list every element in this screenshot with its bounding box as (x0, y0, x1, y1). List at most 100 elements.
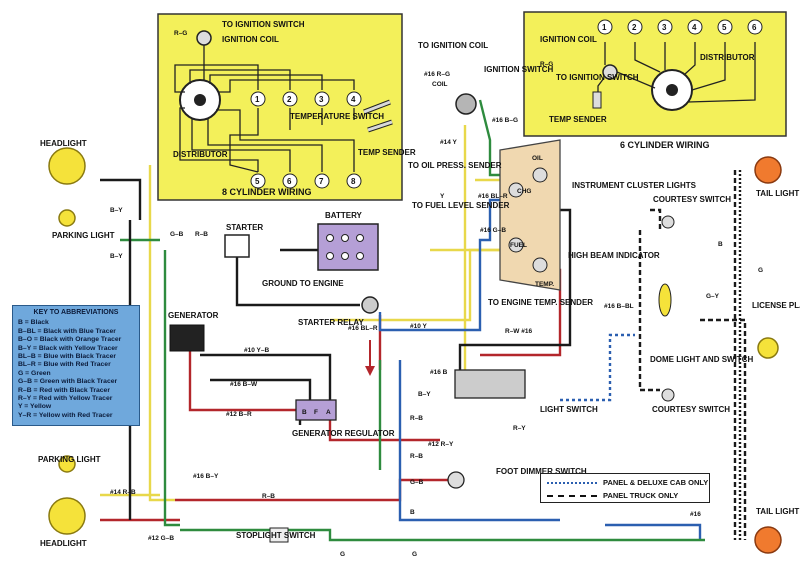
license-plate-light-symbol (757, 337, 779, 359)
svg-text:4: 4 (692, 23, 697, 32)
label-wire-16-b: #16 B (430, 369, 448, 376)
terminal-5: 5 (250, 173, 266, 189)
label-to-ignition-switch-8: TO IGNITION SWITCH (222, 20, 305, 29)
label-wire-16-bbl: #16 B–BL (604, 303, 634, 310)
key-title: KEY TO ABBREVIATIONS (33, 309, 119, 316)
terminal-6cyl-1: 1 (597, 19, 613, 35)
courtesy-switch-top-symbol (661, 215, 675, 229)
label-gb-fd: G–B (410, 479, 424, 486)
label-wire-14-y: #14 Y (440, 139, 458, 146)
svg-text:8: 8 (351, 177, 356, 186)
svg-text:1: 1 (255, 95, 260, 104)
terminal-8: 8 (346, 173, 362, 189)
temperature-switch-symbol (363, 99, 393, 133)
terminal-6cyl-2: 2 (627, 19, 643, 35)
label-b-right: B (718, 241, 723, 248)
label-headlight-bottom: HEADLIGHT (40, 539, 87, 548)
label-ignition-coil-8: IGNITION COIL (222, 35, 279, 44)
label-gb-mid: G–B (170, 231, 184, 238)
label-high-beam-indicator: HIGH BEAM INDICATOR (568, 251, 660, 260)
label-starter: STARTER (226, 223, 263, 232)
label-g-right: G (758, 267, 763, 274)
label-generator: GENERATOR (168, 311, 219, 320)
starter-relay-symbol (361, 296, 379, 314)
label-ignition-coil-6a: IGNITION COIL (540, 35, 597, 44)
battery-symbol (317, 223, 379, 271)
svg-text:4: 4 (351, 95, 356, 104)
legend-label-panel-deluxe: PANEL & DELUXE CAB ONLY (603, 478, 709, 487)
label-fuel: FUEL (510, 242, 527, 249)
label-wire-16-gb: #16 G–B (480, 227, 506, 234)
terminal-3: 3 (314, 91, 330, 107)
svg-text:1: 1 (602, 23, 607, 32)
label-generator-regulator: GENERATOR REGULATOR (292, 429, 395, 438)
tail-light-top-symbol (754, 156, 782, 184)
label-rb-ls: R–B (410, 415, 423, 422)
key-entry: B–O = Black with Orange Tracer (18, 336, 122, 344)
svg-text:6: 6 (752, 23, 757, 32)
label-ry-ls: R–Y (513, 425, 526, 432)
label-ignition-switch: IGNITION SWITCH (484, 65, 554, 74)
key-entry: BL–B = Blue with Black Tracer (18, 353, 117, 361)
generator-symbol (169, 324, 205, 352)
label-temp-sender-6: TEMP SENDER (549, 115, 607, 124)
label-to-ignition-switch-6: TO IGNITION SWITCH (556, 73, 639, 82)
svg-text:6: 6 (287, 177, 292, 186)
label-starter-relay: STARTER RELAY (298, 318, 364, 327)
label-distributor-8: DISTRIBUTOR (173, 150, 228, 159)
label-rg-8: R–G (174, 30, 187, 37)
svg-text:5: 5 (722, 23, 727, 32)
ignition-coil-8-symbol (196, 30, 212, 46)
label-wire-16-blr-2: #16 BL–R (348, 325, 378, 332)
label-by-ls: B–Y (418, 391, 431, 398)
terminal-1: 1 (250, 91, 266, 107)
six-cylinder-terminals: 1 2 3 4 5 6 (597, 19, 763, 35)
label-instrument-cluster-lights: INSTRUMENT CLUSTER LIGHTS (572, 181, 697, 190)
svg-text:3: 3 (662, 23, 667, 32)
dome-light-symbol (658, 283, 672, 317)
terminal-6: 6 (282, 173, 298, 189)
label-temp-sender-8: TEMP SENDER (358, 148, 416, 157)
label-to-ignition-coil: TO IGNITION COIL (418, 41, 488, 50)
six-cylinder-panel (523, 11, 787, 137)
label-parking-light-bottom: PARKING LIGHT (38, 455, 101, 464)
label-distributor-6: DISTRIBUTOR (700, 53, 755, 62)
svg-text:2: 2 (287, 95, 292, 104)
label-gen-a: A (326, 409, 331, 416)
label-license-plate-light: LICENSE PLATE LIGHT (752, 301, 800, 310)
terminal-6cyl-5: 5 (717, 19, 733, 35)
label-rb-fd: R–B (410, 453, 423, 460)
label-wire-16-bg: #16 B–G (492, 117, 518, 124)
key-entry: Y = Yellow (18, 403, 52, 411)
parking-light-bottom-symbol (58, 455, 76, 473)
label-rb-bottom: R–B (262, 493, 275, 500)
headlight-bottom-symbol (48, 497, 86, 535)
label-by-left: B–Y (110, 253, 123, 260)
label-wire-12-br: #12 B–R (226, 411, 252, 418)
svg-text:3: 3 (319, 95, 324, 104)
eight-cylinder-terminals: 1 2 3 4 5 6 7 8 (250, 91, 362, 189)
key-entry: R–Y = Red with Yellow Tracer (18, 395, 113, 403)
generator-regulator-symbol (295, 399, 337, 421)
label-courtesy-switch-bottom: COURTESY SWITCH (652, 405, 730, 414)
label-wire-16-bw: #16 B–W (230, 381, 258, 388)
dashed-line-swatch (547, 494, 597, 497)
label-wire-14-rb: #14 R–B (110, 489, 136, 496)
label-temperature-switch: TEMPERATURE SWITCH (290, 112, 384, 121)
eight-cylinder-panel (157, 13, 403, 201)
label-ground-to-engine: GROUND TO ENGINE (262, 279, 344, 288)
label-wire-12-gb: #12 G–B (148, 535, 174, 542)
label-battery: BATTERY (325, 211, 363, 220)
label-wire-10-yb: #10 Y–B (244, 347, 269, 354)
instrument-cluster (499, 139, 561, 291)
eight-cylinder-title: 8 CYLINDER WIRING (222, 187, 312, 197)
svg-text:5: 5 (255, 177, 260, 186)
label-by-top: B–Y (110, 207, 123, 214)
key-entry: B–BL = Black with Blue Tracer (18, 327, 116, 335)
label-to-oil-press-sender: TO OIL PRESS. SENDER (408, 161, 502, 170)
label-to-engine-temp-sender: TO ENGINE TEMP. SENDER (488, 298, 593, 307)
starter-symbol (224, 234, 250, 258)
terminal-6cyl-3: 3 (657, 19, 673, 35)
label-wire-16-right: #16 (690, 511, 701, 518)
